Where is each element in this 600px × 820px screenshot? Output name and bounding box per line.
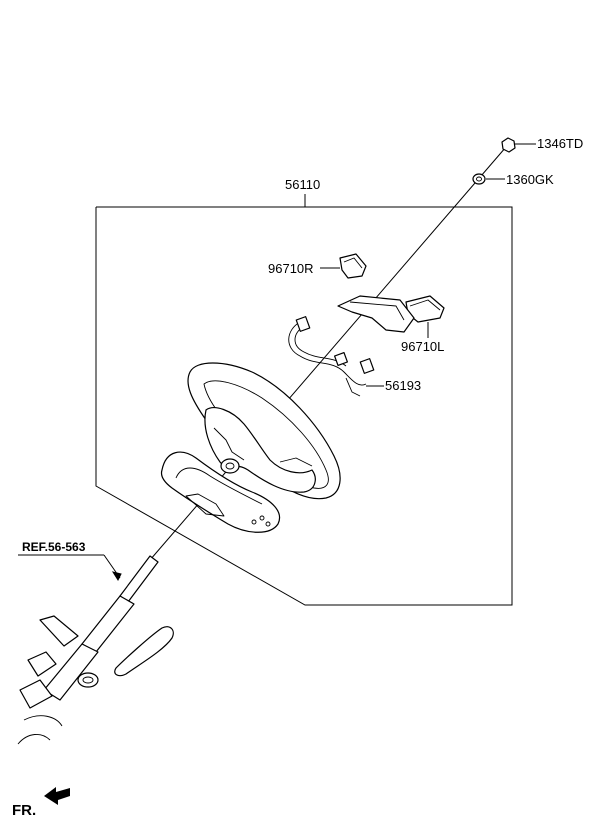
switch-96710R (320, 253, 367, 279)
label-56193: 56193 (385, 378, 421, 393)
nut-1346TD (501, 137, 536, 153)
steering-column (17, 555, 174, 745)
label-56110: 56110 (285, 177, 320, 192)
steering-wheel-56110 (160, 362, 341, 533)
front-arrow-icon (44, 787, 70, 805)
label-96710L: 96710L (401, 339, 444, 354)
label-1346TD: 1346TD (537, 136, 583, 151)
washer-1360GK (472, 173, 505, 185)
label-96710R: 96710R (268, 261, 314, 276)
reference-arrowhead (111, 571, 122, 582)
label-reference: REF.56-563 (22, 540, 86, 554)
front-direction-label: FR. (12, 802, 36, 819)
assembly-boundary (95, 206, 513, 606)
wiring-harness-56193 (288, 316, 384, 397)
switch-bracket (337, 295, 415, 333)
label-1360GK: 1360GK (506, 172, 554, 187)
